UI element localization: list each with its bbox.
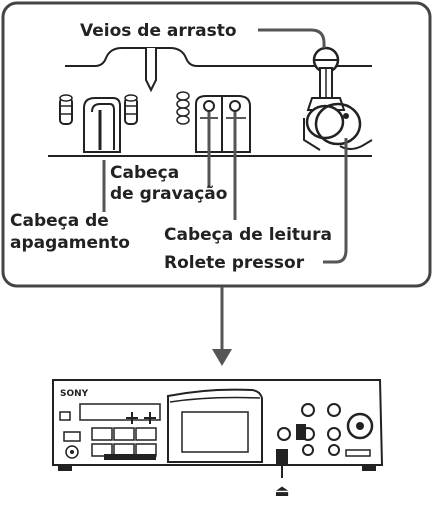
- record-playback-head: [176, 91, 251, 153]
- erase-left-roller: [59, 94, 73, 125]
- cassette-deck: SONY: [52, 379, 384, 471]
- erase-head: [59, 94, 138, 153]
- right-controls: [277, 403, 374, 457]
- label-erase-head-1: Cabeça de: [10, 211, 109, 231]
- pinch-roller-leader: [323, 138, 348, 264]
- device-brand: SONY: [60, 389, 89, 399]
- transport-buttons: [91, 412, 157, 460]
- tape-guide-pin: [145, 48, 157, 93]
- erase-right-roller: [124, 94, 138, 125]
- label-record-head-1: Cabeça: [110, 163, 179, 183]
- callout-frame: [1, 1, 432, 288]
- capstan-assembly: [303, 46, 373, 151]
- zoom-arrow-head: [212, 349, 232, 366]
- display-window: [79, 403, 161, 421]
- label-erase-head-2: apagamento: [10, 233, 130, 253]
- label-record-head-2: de gravação: [110, 184, 227, 204]
- label-playback-head: Cabeça de leitura: [164, 225, 332, 245]
- cassette-compartment: [167, 388, 263, 463]
- label-capstan: Veios de arrasto: [80, 21, 237, 41]
- coil-stack: [176, 91, 190, 125]
- eject-button: [276, 449, 288, 465]
- power-button: [59, 411, 71, 421]
- label-pinch-roller: Rolete pressor: [164, 253, 305, 273]
- capstan-leader: [258, 28, 326, 48]
- eject-symbol: ⏏: [274, 481, 289, 500]
